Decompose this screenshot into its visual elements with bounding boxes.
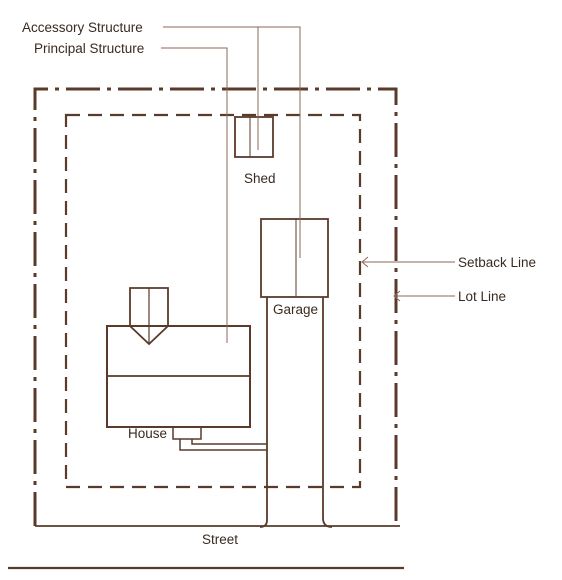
lot-line-boundary: [33, 87, 398, 526]
shed: [234, 116, 274, 158]
label-principal-structure: Principal Structure: [34, 41, 144, 56]
accessory-leader-garage: [258, 26, 301, 258]
house-bay-projection: [129, 287, 169, 346]
front-walk-inner: [191, 439, 267, 445]
shed-outline: [234, 116, 274, 158]
driveway-left-edge: [259, 297, 268, 528]
label-accessory-structure: Accessory Structure: [22, 20, 143, 35]
lot-line-path: [33, 87, 398, 526]
label-street: Street: [202, 532, 238, 547]
principal-leader: [161, 47, 228, 343]
setback-line-boundary: [64, 113, 362, 489]
front-walk-outer: [179, 439, 267, 451]
leader-lines: [161, 26, 455, 343]
garage: [260, 218, 329, 298]
label-garage: Garage: [273, 302, 318, 317]
label-setback-line: Setback Line: [458, 255, 536, 270]
lot-line-arrow-icon: [393, 290, 401, 302]
driveway-right-edge: [322, 297, 333, 528]
label-shed: Shed: [244, 171, 276, 186]
label-lot-line: Lot Line: [458, 289, 506, 304]
house: [106, 287, 267, 451]
garage-outline: [260, 218, 329, 298]
driveway: [259, 297, 333, 528]
label-house: House: [128, 426, 167, 441]
setback-line-path: [64, 113, 362, 489]
house-stoop: [172, 426, 202, 440]
setback-arrow-icon: [361, 256, 369, 268]
